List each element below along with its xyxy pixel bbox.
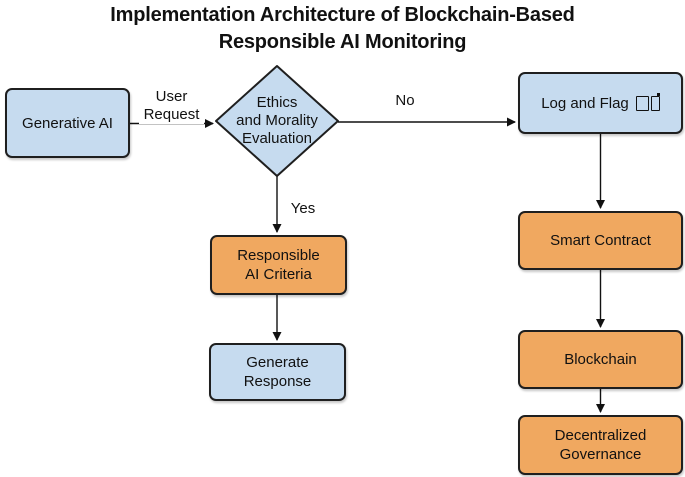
- criteria-line2: AI Criteria: [245, 266, 312, 283]
- page-title: Implementation Architecture of Blockchai…: [0, 2, 685, 56]
- edge-label-no: No: [385, 92, 425, 110]
- edge-label-yes: Yes: [284, 200, 322, 218]
- node-ethics-evaluation-label: Ethics and Morality Evaluation: [217, 76, 337, 166]
- response-line2: Response: [243, 373, 312, 390]
- node-smart-contract: Smart Contract: [518, 211, 683, 270]
- page-title-line2: Responsible AI Monitoring: [218, 31, 467, 53]
- criteria-line1: Responsible: [237, 247, 320, 264]
- node-generative-ai: Generative AI: [5, 88, 130, 158]
- response-line1: Generate: [246, 354, 309, 371]
- node-blockchain: Blockchain: [518, 330, 683, 389]
- node-blockchain-label: Blockchain: [564, 351, 637, 368]
- node-responsible-ai-criteria: Responsible AI Criteria: [210, 235, 347, 295]
- node-ethics-evaluation-diamond: [215, 65, 339, 177]
- node-log-and-flag: Log and Flag: [518, 72, 683, 134]
- node-log-and-flag-label: Log and Flag: [541, 94, 629, 112]
- ethics-line3: Evaluation: [241, 130, 313, 147]
- node-smart-contract-label: Smart Contract: [550, 232, 651, 249]
- ethics-line2: and Morality: [236, 112, 318, 129]
- node-decentralized-governance: Decentralized Governance: [518, 415, 683, 475]
- missing-glyph-icon: [635, 92, 660, 111]
- node-generate-response: Generate Response: [209, 343, 346, 401]
- user-request-line1: User: [155, 88, 188, 105]
- user-request-line2: Request: [143, 106, 200, 123]
- ethics-line1: Ethics: [256, 94, 298, 111]
- governance-line1: Decentralized: [554, 427, 647, 444]
- edge-label-user-request: User Request: [139, 88, 204, 124]
- page-title-line1: Implementation Architecture of Blockchai…: [110, 4, 575, 26]
- node-generative-ai-label: Generative AI: [22, 114, 113, 132]
- governance-line2: Governance: [559, 446, 642, 463]
